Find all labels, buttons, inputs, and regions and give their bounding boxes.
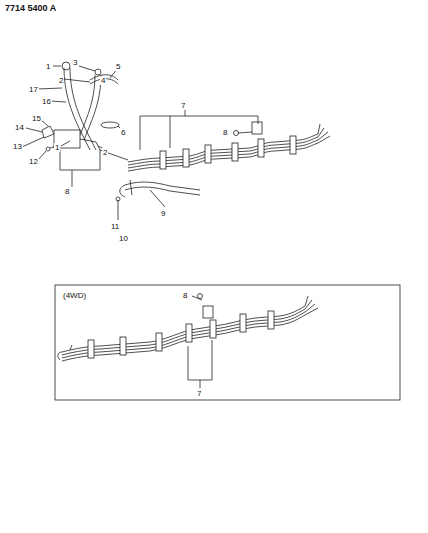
callout-number: 10 — [118, 234, 129, 243]
variant-label: (4WD) — [62, 291, 87, 300]
callout-number: 1 — [54, 143, 60, 152]
callout-number: 2 — [102, 148, 108, 157]
callout-number: 13 — [12, 142, 23, 151]
callout-number: 8 — [222, 128, 228, 137]
callout-number: 9 — [160, 209, 166, 218]
callout-number: 17 — [28, 85, 39, 94]
callout-number: 11 — [110, 222, 120, 231]
callout-number: 1 — [45, 62, 51, 71]
diagram-code: 7714 5400 A — [4, 4, 57, 13]
callout-number: 7 — [196, 389, 202, 398]
callout-number: 8 — [64, 187, 70, 196]
callout-number: 5 — [115, 62, 121, 71]
callout-number: 12 — [28, 157, 39, 166]
callout-number: 2 — [58, 76, 64, 85]
callout-number: 3 — [72, 58, 78, 67]
callout-number: 16 — [41, 97, 52, 106]
callout-number: 4 — [100, 76, 106, 85]
callout-number: 8 — [182, 291, 188, 300]
callout-number: 15 — [31, 114, 42, 123]
callout-number: 14 — [14, 123, 25, 132]
callout-number: 7 — [180, 101, 186, 110]
callout-number: 6 — [120, 128, 126, 137]
